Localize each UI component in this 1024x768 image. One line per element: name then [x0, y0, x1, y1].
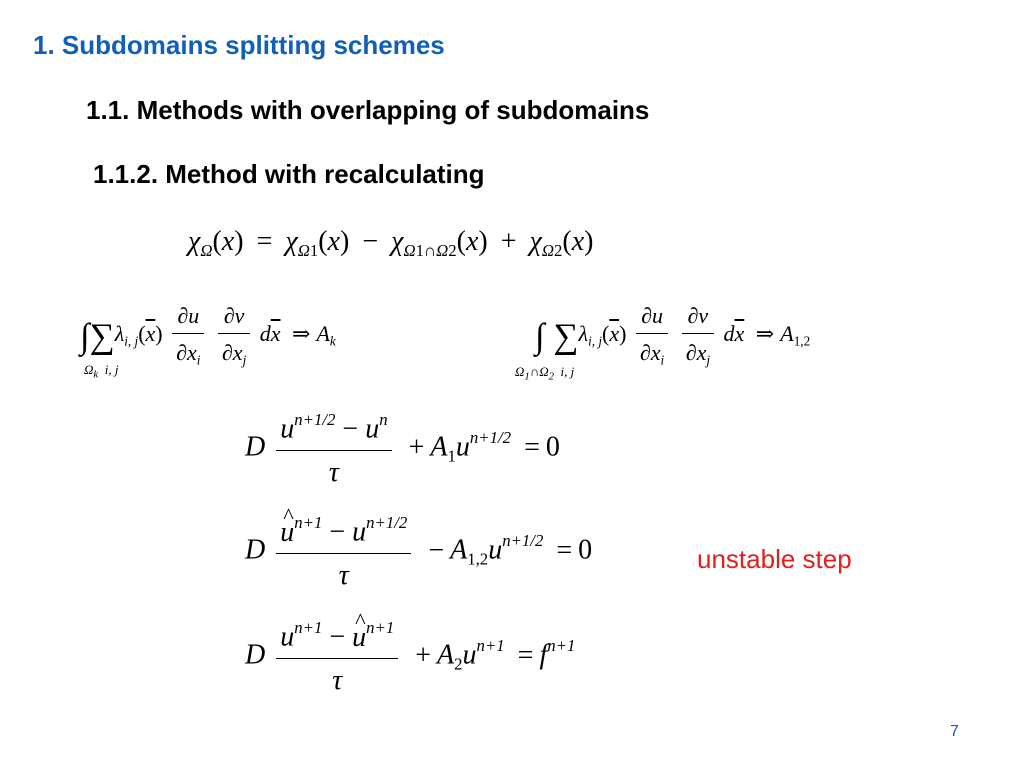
operator-ak-definition: ∫∑λi, j(x) ∂u∂xi ∂v∂xj dx ⇒Ak — [80, 303, 336, 368]
scheme-step-1: D un+1/2 − un τ +A1un+1/2 =0 — [245, 410, 560, 488]
subsection-title: 1.1. Methods with overlapping of subdoma… — [86, 95, 650, 125]
page-number: 7 — [950, 723, 959, 740]
characteristic-function-equation: χΩ(x) = χΩ1(x) − χΩ1∩Ω2(x) + χΩ2(x) — [188, 226, 594, 260]
unstable-step-note: unstable step — [697, 544, 852, 574]
subsubsection-title: 1.1.2. Method with recalculating — [93, 159, 485, 189]
section-title: 1. Subdomains splitting schemes — [33, 30, 445, 60]
operator-a12-definition: ∫ ∑λi, j(x) ∂u∂xi ∂v∂xj dx ⇒A1,2 — [535, 303, 811, 368]
operator-ak-limits: Ωk i, j — [84, 362, 119, 381]
scheme-step-2: D un+1 − un+1/2 τ −A1,2un+1/2 =0 — [245, 505, 592, 590]
scheme-step-3: D un+1 − un+1 τ +A2un+1 =fn+1 — [245, 610, 575, 695]
operator-a12-limits: Ω1∩Ω2 i, j — [515, 364, 575, 383]
